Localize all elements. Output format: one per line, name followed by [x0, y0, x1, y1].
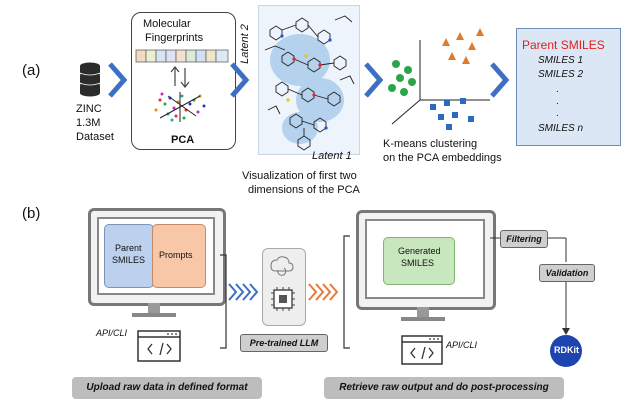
prompts-box: [152, 224, 206, 288]
latent-visualization: [258, 5, 360, 155]
validation-label: Validation: [539, 264, 595, 282]
prompts-label: Prompts: [159, 250, 193, 260]
kmeans-caption-2: on the PCA embeddings: [383, 152, 502, 164]
latent1-label: Latent 1: [312, 150, 352, 162]
llm-box: [262, 248, 306, 326]
dataset-line-3: Dataset: [76, 131, 114, 143]
smiles-dot-1: .: [556, 84, 559, 95]
smiles-dot-2: .: [556, 96, 559, 107]
filtering-label: Filtering: [500, 230, 548, 248]
panel-a-label: (a): [22, 62, 41, 79]
api-cli-right: API/CLI: [446, 340, 478, 350]
generated-label-2: SMILES: [401, 258, 435, 268]
smiles-item-2: SMILES 2: [538, 69, 584, 80]
latent2-label: Latent 2: [238, 24, 251, 64]
dataset-line-2: 1.3M: [76, 117, 101, 129]
viz-caption-1: Visualization of first two: [242, 170, 357, 182]
fingerprints-title-1: Molecular: [143, 18, 191, 30]
generated-label-1: Generated: [398, 246, 441, 256]
parent-smiles-box: [104, 224, 154, 288]
pca-label: PCA: [171, 134, 195, 146]
viz-caption-2: dimensions of the PCA: [248, 184, 360, 196]
llm-label: Pre-trained LLM: [240, 334, 328, 352]
generated-smiles-box: [383, 237, 455, 285]
api-cli-left: API/CLI: [96, 328, 128, 338]
parent-label-1: Parent: [115, 243, 142, 253]
rdkit-label: RDKit: [554, 345, 579, 355]
retrieve-caption: Retrieve raw output and do post-processi…: [324, 377, 564, 399]
fingerprint-pca-box: [131, 12, 236, 150]
rdkit-node: [550, 335, 582, 367]
smiles-item-n: SMILES n: [538, 123, 584, 134]
smiles-list-box: [516, 28, 621, 146]
dataset-line-1: ZINC: [76, 103, 102, 115]
kmeans-caption-1: K-means clustering: [383, 138, 478, 150]
parent-label-2: SMILES: [112, 255, 146, 265]
panel-b-label: (b): [22, 205, 41, 222]
fingerprints-title-2: Fingerprints: [145, 32, 204, 44]
smiles-dot-3: .: [556, 108, 559, 119]
upload-caption: Upload raw data in defined format: [72, 377, 262, 399]
smiles-item-1: SMILES 1: [538, 55, 584, 66]
parent-smiles-title: Parent SMILES: [522, 38, 605, 52]
